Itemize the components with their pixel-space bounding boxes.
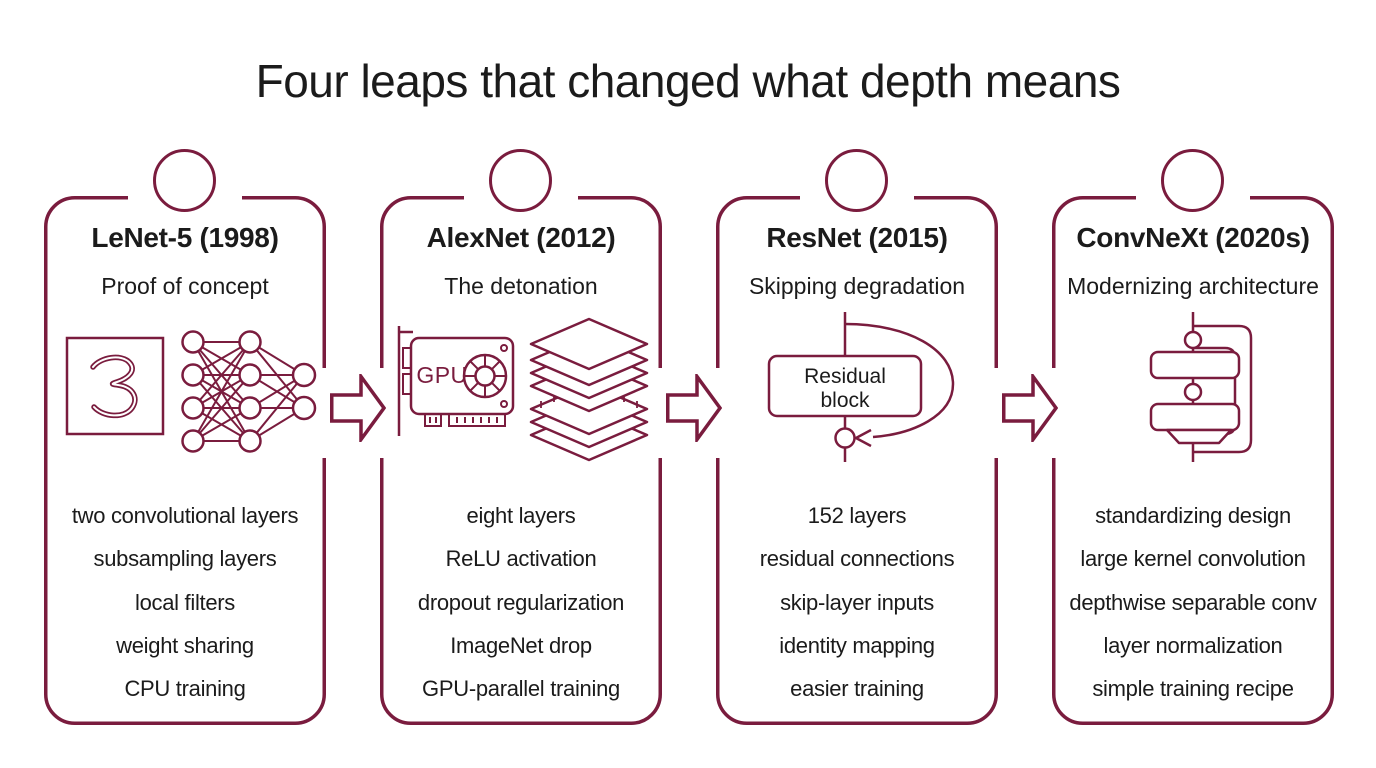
card-alexnet: AlexNet (2012) The detonation GPU: [380, 149, 662, 725]
card-feature-list: 152 layers residual connections skip-lay…: [716, 494, 998, 710]
card-feature-list: two convolutional layers subsampling lay…: [44, 494, 326, 710]
card-list-item: eight layers: [466, 503, 576, 528]
card-subtitle: Modernizing architecture: [1067, 273, 1319, 299]
card-list-item: subsampling layers: [93, 546, 277, 572]
card-list-item: identity mapping: [779, 632, 935, 658]
layer-stack-icon: [529, 317, 649, 462]
card-border: [1052, 196, 1334, 725]
neural-network-icon: [181, 330, 317, 453]
card-border: [44, 196, 326, 725]
card-list-item: depthwise separable conv: [1069, 589, 1317, 615]
card-list-item: skip-layer inputs: [780, 589, 934, 615]
arrow-right-icon: [330, 374, 386, 442]
card-title: AlexNet (2012): [426, 222, 616, 253]
alexnet-illustration: GPU: [397, 317, 649, 462]
card-list-item: ReLU activation: [445, 546, 597, 572]
gpu-label: GPU: [416, 362, 467, 388]
card-list-item: large kernel convolution: [1080, 546, 1306, 572]
card-subtitle: Skipping degradation: [748, 273, 966, 299]
gpu-card-icon: GPU: [397, 326, 515, 436]
arrow-right-icon: [1002, 374, 1058, 442]
timeline-circle: [825, 149, 888, 212]
timeline-circle: [153, 149, 216, 212]
card-convnext: ConvNeXt (2020s) Modernizing architectur…: [1052, 149, 1334, 725]
digit-3-icon: [65, 336, 165, 436]
card-lenet: LeNet-5 (1998) Proof of concept: [44, 149, 326, 725]
card-subtitle: Proof of concept: [101, 273, 269, 299]
card-list-item: weight sharing: [116, 632, 254, 658]
timeline-circle: [1161, 149, 1224, 212]
card-list-item: ImageNet drop: [450, 632, 592, 658]
residual-block-label-line1: Residual: [804, 365, 886, 388]
card-list-item: layer normalization: [1103, 632, 1283, 658]
card-subtitle: The detonation: [444, 273, 598, 299]
card-title: ConvNeXt (2020s): [1076, 222, 1310, 253]
resnet-illustration: Residual block: [767, 312, 955, 462]
card-list-item: standardizing design: [1095, 503, 1291, 528]
arrow-right-icon: [666, 374, 722, 442]
card-title: LeNet-5 (1998): [91, 222, 279, 253]
card-list-item: 152 layers: [807, 503, 907, 528]
residual-block-label-line2: block: [820, 389, 870, 412]
stacked-blocks-skip-icon: [1149, 312, 1253, 462]
residual-block-skip-icon: Residual block: [767, 312, 955, 462]
card-title: ResNet (2015): [766, 222, 948, 253]
card-border: [380, 196, 662, 725]
convnext-illustration: [1149, 312, 1253, 462]
card-list-item: CPU training: [124, 676, 246, 702]
card-list-item: simple training recipe: [1092, 676, 1294, 702]
card-list-item: easier training: [790, 676, 924, 702]
lenet-illustration: [65, 330, 317, 453]
card-list-item: dropout regularization: [417, 589, 625, 615]
card-border: [716, 196, 998, 725]
timeline-circle: [489, 149, 552, 212]
card-list-item: GPU-parallel training: [422, 676, 620, 702]
card-resnet: ResNet (2015) Skipping degradation Resid…: [716, 149, 998, 725]
page-title: Four leaps that changed what depth means: [255, 55, 1121, 107]
card-feature-list: standardizing design large kernel convol…: [1052, 494, 1334, 710]
card-list-item: residual connections: [759, 546, 955, 572]
card-feature-list: eight layers ReLU activation dropout reg…: [380, 494, 662, 710]
card-list-item: local filters: [134, 589, 236, 615]
card-list-item: two convolutional layers: [71, 503, 299, 528]
